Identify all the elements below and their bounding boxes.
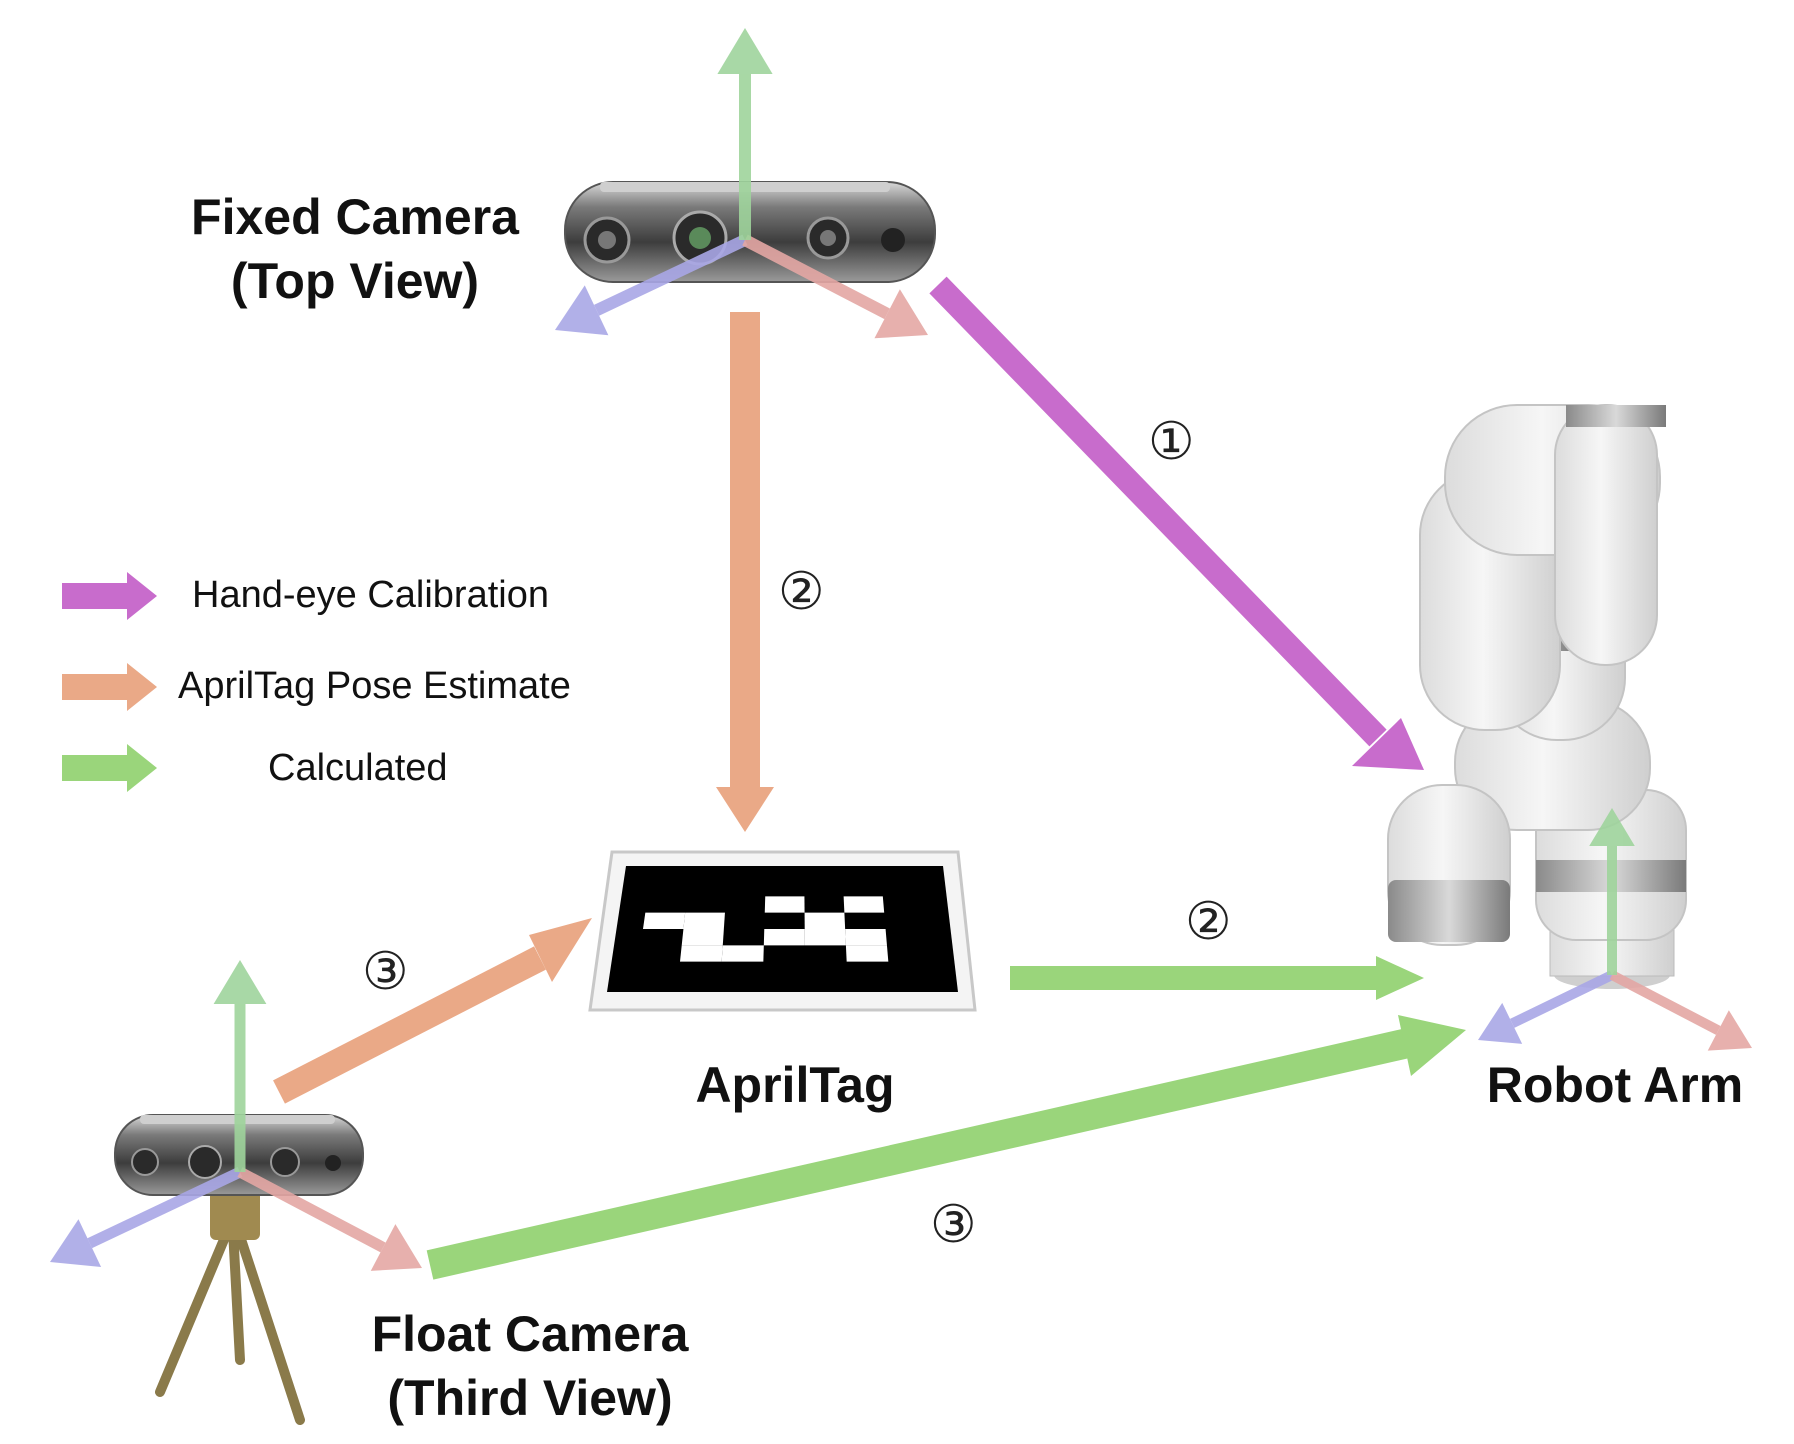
- apriltag-cell: [680, 945, 723, 962]
- float-camera-label: Float Camera (Third View): [340, 1302, 720, 1430]
- apriltag-pattern: [643, 896, 889, 962]
- lens-left-icon: [583, 216, 631, 264]
- legend-calculated-icon: [62, 744, 157, 792]
- lens-right-icon: [806, 216, 850, 260]
- apriltag-cell: [804, 912, 846, 929]
- apriltag-cell: [683, 912, 725, 929]
- apriltag-cell: [843, 896, 885, 913]
- apriltag-cell: [764, 896, 805, 913]
- float-camera-axes: [50, 960, 422, 1271]
- legend-pose-label: AprilTag Pose Estimate: [178, 665, 571, 707]
- apriltag-cell: [763, 929, 805, 946]
- z-axis-arrow: [555, 234, 748, 336]
- apriltag-label: AprilTag: [695, 1057, 895, 1113]
- legend-hand-eye-icon: [62, 572, 157, 620]
- apriltag-cell: [721, 945, 764, 962]
- hand-eye-arrow: [929, 276, 1424, 770]
- apriltag-cell: [804, 929, 846, 946]
- y-axis-arrow: [1589, 808, 1635, 975]
- fixed-camera-label: Fixed Camera (Top View): [150, 185, 560, 313]
- pose-float-arrow: [273, 918, 592, 1104]
- pose-top-arrow: [716, 312, 774, 832]
- y-axis-arrow: [717, 28, 773, 240]
- float-camera-label-line2: (Third View): [387, 1370, 673, 1426]
- x-axis-arrow: [1609, 970, 1752, 1051]
- z-axis-arrow: [50, 1167, 243, 1268]
- robot-arm-axes: [1478, 808, 1752, 1051]
- legend-hand-eye-label: Hand-eye Calibration: [192, 574, 549, 616]
- step-hand-eye: ①: [1148, 412, 1195, 472]
- apriltag-cell: [845, 945, 889, 962]
- calc-tag-robot-arrow: [1010, 956, 1424, 1000]
- robot-arm: [1387, 404, 1687, 989]
- fixed-camera-axes: [555, 28, 928, 339]
- robot-arm-label: Robot Arm: [1486, 1057, 1744, 1113]
- float-camera: [114, 1114, 364, 1425]
- calc-float-robot-arrow: [426, 1015, 1466, 1280]
- legend-pose-icon: [62, 663, 157, 711]
- x-axis-arrow: [742, 234, 928, 339]
- y-axis-arrow: [213, 960, 267, 1172]
- step-pose-float: ③: [362, 942, 409, 1002]
- apriltag-cell: [681, 929, 724, 946]
- apriltag-cell: [845, 929, 887, 946]
- step-calc-float-robot: ③: [930, 1195, 977, 1255]
- x-axis-arrow: [237, 1167, 422, 1271]
- z-axis-arrow: [1478, 970, 1615, 1044]
- legend-calculated-label: Calculated: [268, 747, 448, 789]
- step-calc-tag-robot: ②: [1185, 892, 1232, 952]
- fixed-camera-label-line1: Fixed Camera: [191, 189, 519, 245]
- apriltag-cell: [643, 912, 686, 929]
- step-pose-top: ②: [778, 562, 825, 622]
- fixed-camera-label-line2: (Top View): [230, 253, 480, 309]
- apriltag-marker: [588, 850, 977, 1012]
- float-camera-label-line1: Float Camera: [371, 1306, 689, 1362]
